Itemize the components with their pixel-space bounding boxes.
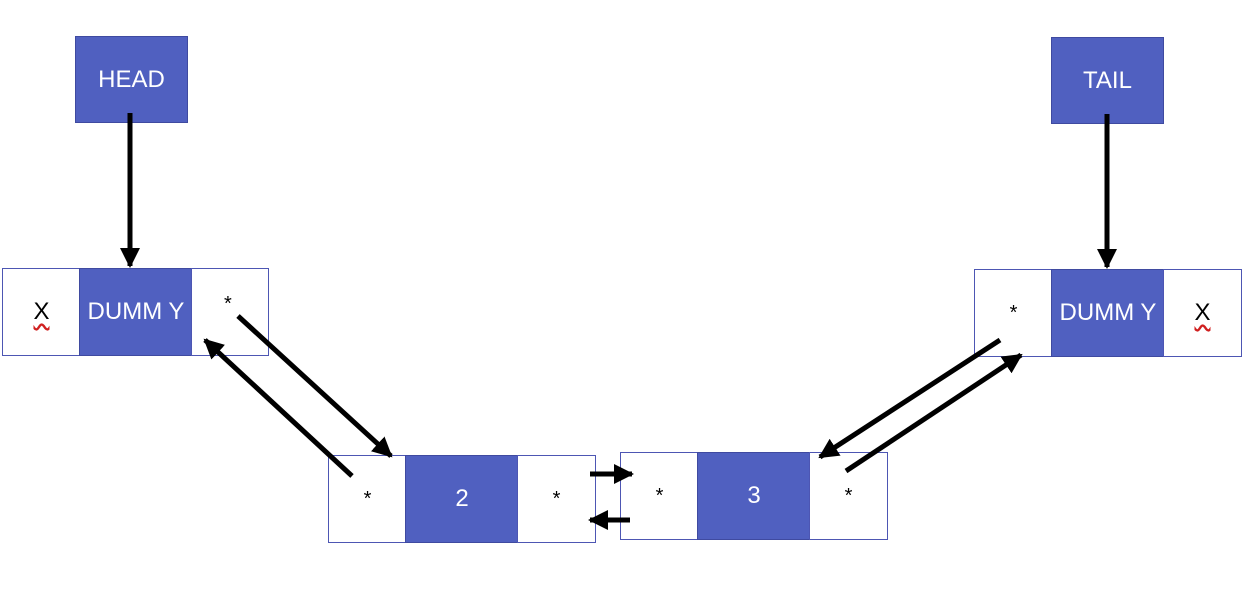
node2-prev-to-left-dummy-arrow [203, 338, 354, 478]
left-dummy-next-pointer: * [224, 293, 232, 315]
left-dummy-value: DUMM Y [87, 298, 185, 325]
node3-value: 3 [747, 482, 761, 509]
left-dummy-value-cell: DUMM Y [79, 268, 193, 356]
node3-next-pointer: * [844, 484, 853, 507]
right-dummy-value-cell: DUMM Y [1051, 269, 1165, 357]
right-dummy-value: DUMM Y [1059, 299, 1157, 326]
right-dummy-prev-cell: * [974, 269, 1053, 357]
node3-next-to-right-dummy-arrow [844, 352, 1023, 474]
tail-label: TAIL [1083, 66, 1132, 94]
node2-next-pointer: * [552, 487, 561, 510]
node2-value: 2 [455, 485, 469, 512]
left-dummy-prev-null: X [33, 298, 50, 325]
right-dummy-prev-pointer: * [1009, 301, 1018, 324]
right-dummy-next-cell: X [1163, 269, 1242, 357]
right-dummy-prev-to-node3-arrow [818, 337, 1002, 460]
node2-next-cell: * [517, 455, 596, 543]
node2-prev-pointer: * [363, 487, 372, 510]
left-dummy-next-to-node2-arrow [236, 314, 393, 458]
node2-prev-cell: * [328, 455, 407, 543]
node3-prev-pointer: * [655, 484, 664, 507]
head-pointer-box: HEAD [75, 36, 188, 123]
head-label: HEAD [98, 65, 165, 93]
right-dummy-next-null: X [1194, 299, 1211, 326]
